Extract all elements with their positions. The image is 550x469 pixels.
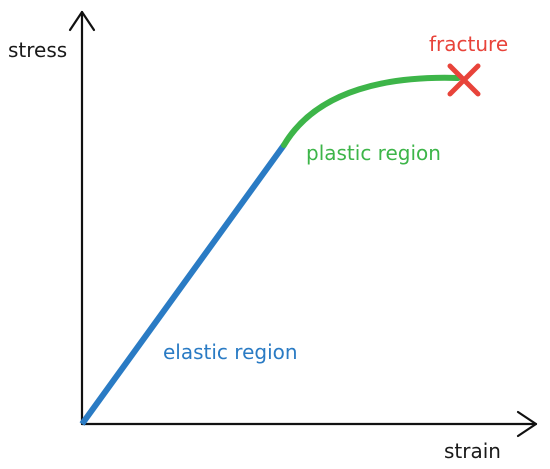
x-axis	[80, 410, 538, 438]
fracture-x-icon	[447, 63, 481, 97]
plastic-region-curve	[281, 74, 461, 148]
elastic-region-line	[79, 143, 287, 426]
fracture-label: fracture	[429, 32, 508, 56]
plastic-region-label: plastic region	[306, 141, 441, 165]
y-axis	[68, 10, 96, 426]
y-axis-label: stress	[8, 38, 67, 62]
x-axis-label: strain	[444, 439, 501, 463]
elastic-region-label: elastic region	[163, 340, 298, 364]
